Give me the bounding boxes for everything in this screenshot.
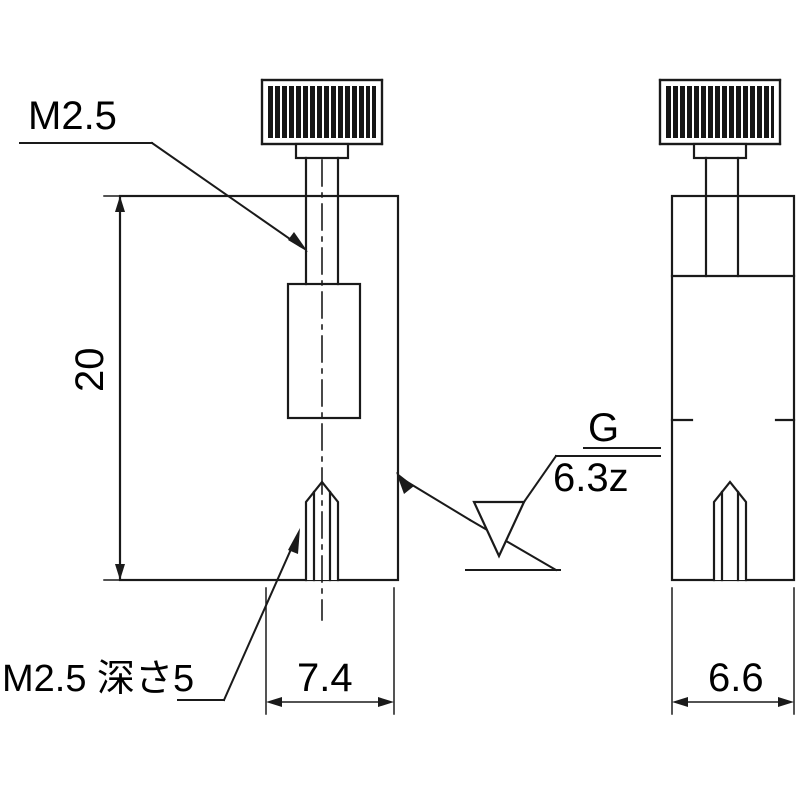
arrowhead-tapped (288, 528, 300, 554)
front-internal-bore (286, 282, 362, 420)
surface-finish-symbol (472, 500, 526, 559)
arrow-right-74 (378, 697, 394, 707)
leader-surface-finish (402, 478, 561, 572)
front-knob (260, 78, 384, 160)
label-finish-63z: 6.3z (553, 456, 629, 500)
label-m25: M2.5 (28, 94, 117, 138)
height-dimension-lines (103, 195, 135, 581)
front-tapped-hole (304, 480, 340, 582)
front-body-outline (118, 194, 400, 582)
width-dimension-lines (265, 587, 395, 715)
label-width-74: 7.4 (297, 656, 353, 700)
leader-g-tail (522, 447, 661, 504)
label-height-20: 20 (68, 347, 112, 393)
arrow-down (115, 564, 125, 580)
side-knob (658, 78, 782, 160)
leader-tapped (177, 536, 298, 702)
arrow-left-66 (672, 697, 688, 707)
arrowhead-m25 (288, 232, 308, 252)
label-tapped-depth: M2.5 深さ5 (2, 658, 195, 700)
arrow-up (115, 196, 125, 212)
arrowhead-surface (396, 472, 414, 494)
leader-m25 (19, 141, 302, 248)
side-screw-shaft (704, 156, 740, 278)
arrow-left-74 (266, 697, 282, 707)
front-screw-shaft (304, 156, 340, 286)
side-tapped-hole (712, 480, 748, 582)
arrow-right-66 (778, 697, 794, 707)
label-finish-g: G (588, 406, 620, 450)
label-width-66: 6.6 (708, 656, 764, 700)
side-width-dimension-lines (671, 587, 795, 715)
